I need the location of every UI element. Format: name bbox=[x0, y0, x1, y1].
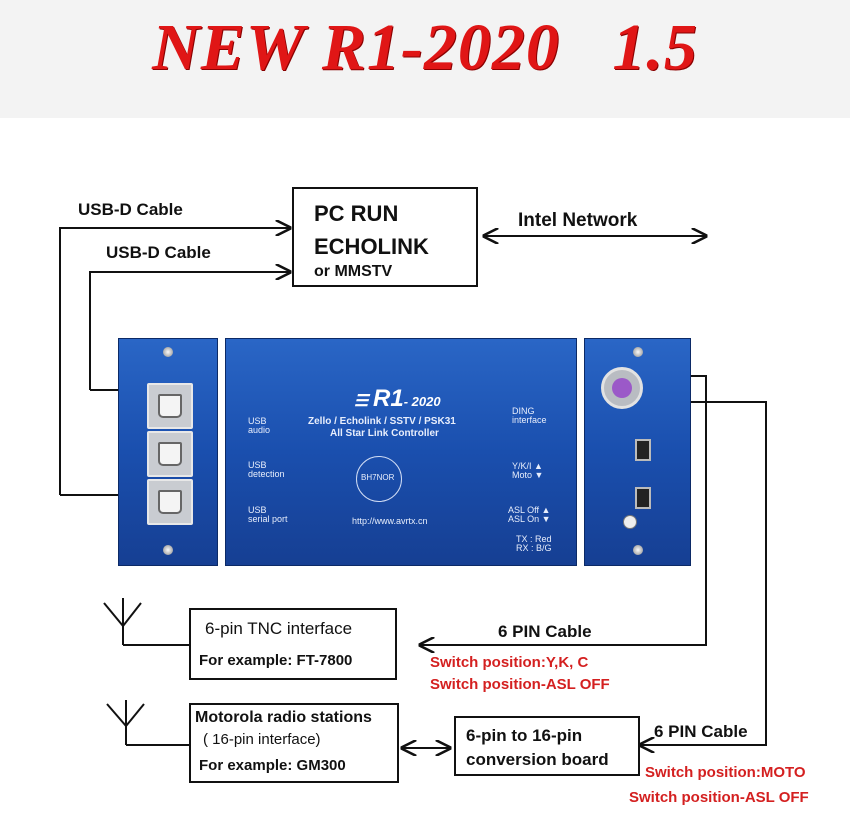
asl-switch-toggle bbox=[635, 487, 651, 509]
device-logo: ☰ R1- 2020 bbox=[354, 385, 441, 413]
label-line: TX : Red bbox=[516, 534, 552, 544]
switch-note-tnc-2: Switch position-ASL OFF bbox=[430, 676, 610, 693]
six-pin-cable-2-label: 6 PIN Cable bbox=[654, 722, 748, 741]
label-line: detection bbox=[248, 469, 285, 480]
conversion-line1: 6-pin to 16-pin bbox=[466, 726, 583, 745]
led-indicator-icon bbox=[623, 515, 637, 529]
label-line: audio bbox=[248, 425, 271, 436]
label-line: USB bbox=[248, 505, 267, 515]
network-label: Intel Network bbox=[518, 210, 638, 231]
device-logo-sub: - 2020 bbox=[403, 394, 441, 409]
label-line: RX : B/G bbox=[516, 543, 552, 554]
switch-note-tnc-1: Switch position:Y,K, C bbox=[430, 654, 589, 671]
device-connector-panel bbox=[584, 338, 691, 566]
label-ding-interface: DING interface bbox=[512, 406, 547, 426]
pc-box-line2: ECHOLINK bbox=[314, 234, 429, 259]
title-band bbox=[0, 0, 850, 118]
din-socket-icon bbox=[612, 378, 632, 398]
usb-port-detection bbox=[147, 431, 193, 477]
pc-box-line1: PC RUN bbox=[314, 201, 399, 226]
label-line: USB bbox=[248, 460, 267, 470]
device-body: ☰ R1- 2020 Zello / Echolink / SSTV / PSK… bbox=[225, 338, 577, 566]
label-line: Moto ▼ bbox=[512, 470, 544, 481]
label-usb-detection: USB detection bbox=[248, 460, 285, 480]
tnc-line2: For example: FT-7800 bbox=[199, 652, 353, 669]
label-line: USB bbox=[248, 416, 267, 426]
motorola-line1: Motorola radio stations bbox=[195, 709, 372, 726]
usb-cable-1-line bbox=[59, 228, 290, 495]
label-tx-rx: TX : Red RX : B/G bbox=[516, 534, 552, 554]
device-stamp: BH7NOR bbox=[356, 456, 402, 502]
mode-switch-toggle bbox=[635, 439, 651, 461]
usb-b-icon bbox=[158, 442, 182, 466]
usb-cable-1-label: USB-D Cable bbox=[78, 200, 183, 219]
pc-box-line3: or MMSTV bbox=[314, 263, 393, 280]
page-title: NEW R1-2020 1.5 bbox=[152, 11, 698, 84]
device-line2: All Star Link Controller bbox=[330, 428, 439, 439]
label-usb-serial: USB serial port bbox=[248, 505, 288, 525]
usb-cable-2-label: USB-D Cable bbox=[106, 243, 211, 262]
device-logo-text: R1 bbox=[373, 385, 404, 412]
label-mode-switch: Y/K/I ▲ Moto ▼ bbox=[512, 461, 544, 481]
label-line: interface bbox=[512, 415, 547, 426]
motorola-box: Motorola radio stations ( 16-pin interfa… bbox=[189, 703, 399, 783]
device-line1: Zello / Echolink / SSTV / PSK31 bbox=[308, 416, 456, 427]
label-line: DING bbox=[512, 406, 535, 416]
label-usb-audio: USB audio bbox=[248, 416, 271, 436]
motorola-line2: ( 16-pin interface) bbox=[203, 731, 321, 748]
logo-stripes-icon: ☰ bbox=[354, 393, 368, 410]
tnc-interface-box: 6-pin TNC interface For example: FT-7800 bbox=[189, 608, 397, 680]
usb-b-icon bbox=[158, 394, 182, 418]
device-stamp-text: BH7NOR bbox=[361, 473, 395, 482]
screw-icon bbox=[633, 347, 643, 357]
conversion-line2: conversion board bbox=[466, 750, 609, 769]
label-line: serial port bbox=[248, 514, 288, 525]
label-line: Y/K/I ▲ bbox=[512, 461, 543, 471]
device-usb-panel bbox=[118, 338, 218, 566]
conversion-board-box: 6-pin to 16-pin conversion board bbox=[454, 716, 640, 776]
label-line: ASL Off ▲ bbox=[508, 505, 551, 515]
usb-cable-2-line bbox=[89, 272, 290, 390]
screw-icon bbox=[163, 545, 173, 555]
usb-port-serial bbox=[147, 479, 193, 525]
device-url: http://www.avrtx.cn bbox=[352, 516, 428, 526]
usb-port-audio bbox=[147, 383, 193, 429]
label-asl-switch: ASL Off ▲ ASL On ▼ bbox=[508, 505, 551, 525]
six-pin-cable-2-line bbox=[640, 401, 767, 745]
label-line: ASL On ▼ bbox=[508, 514, 551, 525]
din-connector bbox=[601, 367, 643, 409]
tnc-line1: 6-pin TNC interface bbox=[205, 619, 353, 638]
screw-icon bbox=[633, 545, 643, 555]
motorola-line3: For example: GM300 bbox=[199, 757, 346, 774]
switch-note-moto-1: Switch position:MOTO bbox=[645, 764, 806, 781]
six-pin-cable-1-line bbox=[420, 375, 707, 645]
six-pin-cable-1-label: 6 PIN Cable bbox=[498, 622, 592, 641]
pc-box: PC RUN ECHOLINK or MMSTV bbox=[292, 187, 478, 287]
switch-note-moto-2: Switch position-ASL OFF bbox=[629, 789, 809, 806]
usb-b-icon bbox=[158, 490, 182, 514]
screw-icon bbox=[163, 347, 173, 357]
